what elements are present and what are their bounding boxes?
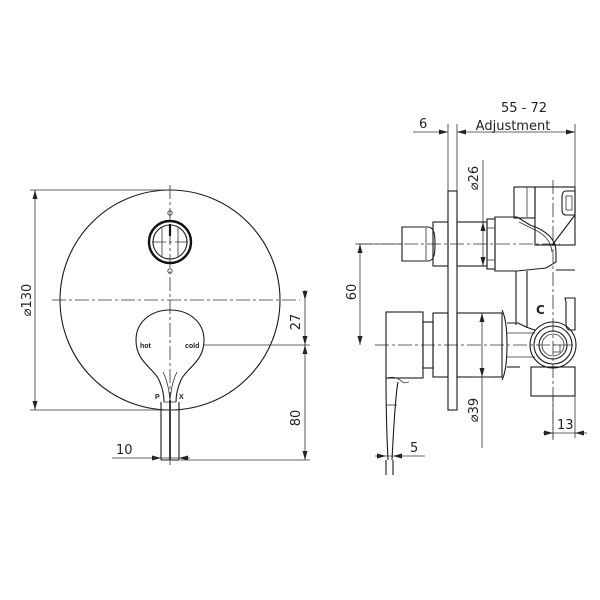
dim-lever-thickness: 5: [375, 441, 425, 459]
dim-lever-width: 10: [112, 443, 190, 461]
dim-handle-diameter: ⌀39: [467, 313, 490, 448]
brand-mark-left: P: [155, 394, 160, 401]
front-view: hot cold P X ⌀130 27 80: [20, 185, 310, 465]
body-column: [515, 271, 528, 328]
dim-diverter-diameter: ⌀26: [467, 160, 486, 266]
svg-text:⌀39: ⌀39: [467, 398, 482, 422]
dim-plate-diameter: ⌀130: [20, 189, 170, 411]
hot-label: hot: [140, 343, 152, 350]
svg-text:60: 60: [345, 284, 360, 301]
cold-label: cold: [185, 343, 199, 350]
dim-lever-offsets: 27 80: [180, 290, 310, 461]
dim-adjustment: 6 55 - 72 Adjustment: [413, 101, 576, 191]
svg-text:55 - 72: 55 - 72: [501, 101, 547, 116]
side-view: C: [345, 101, 587, 475]
diverter-knob: [147, 210, 193, 274]
wall-plate: [447, 190, 458, 411]
mixer-cartridge: C: [432, 297, 577, 397]
svg-text:80: 80: [289, 410, 304, 427]
brand-mark-right: X: [179, 394, 184, 401]
svg-text:⌀130: ⌀130: [20, 284, 35, 317]
svg-text:6: 6: [419, 117, 427, 132]
svg-text:13: 13: [557, 418, 574, 433]
outlet-marker-c: C: [536, 303, 545, 317]
svg-text:27: 27: [289, 314, 304, 331]
svg-text:Adjustment: Adjustment: [476, 119, 551, 134]
svg-text:5: 5: [410, 441, 418, 456]
dim-diverter-to-lever: 60: [345, 243, 402, 345]
lever-side-profile: [385, 311, 434, 475]
dim-outlet-offset: 13: [543, 396, 587, 438]
mixer-lever: [135, 309, 205, 461]
diverter-body: [486, 186, 576, 272]
svg-text:⌀26: ⌀26: [467, 166, 482, 190]
svg-text:10: 10: [116, 443, 133, 458]
